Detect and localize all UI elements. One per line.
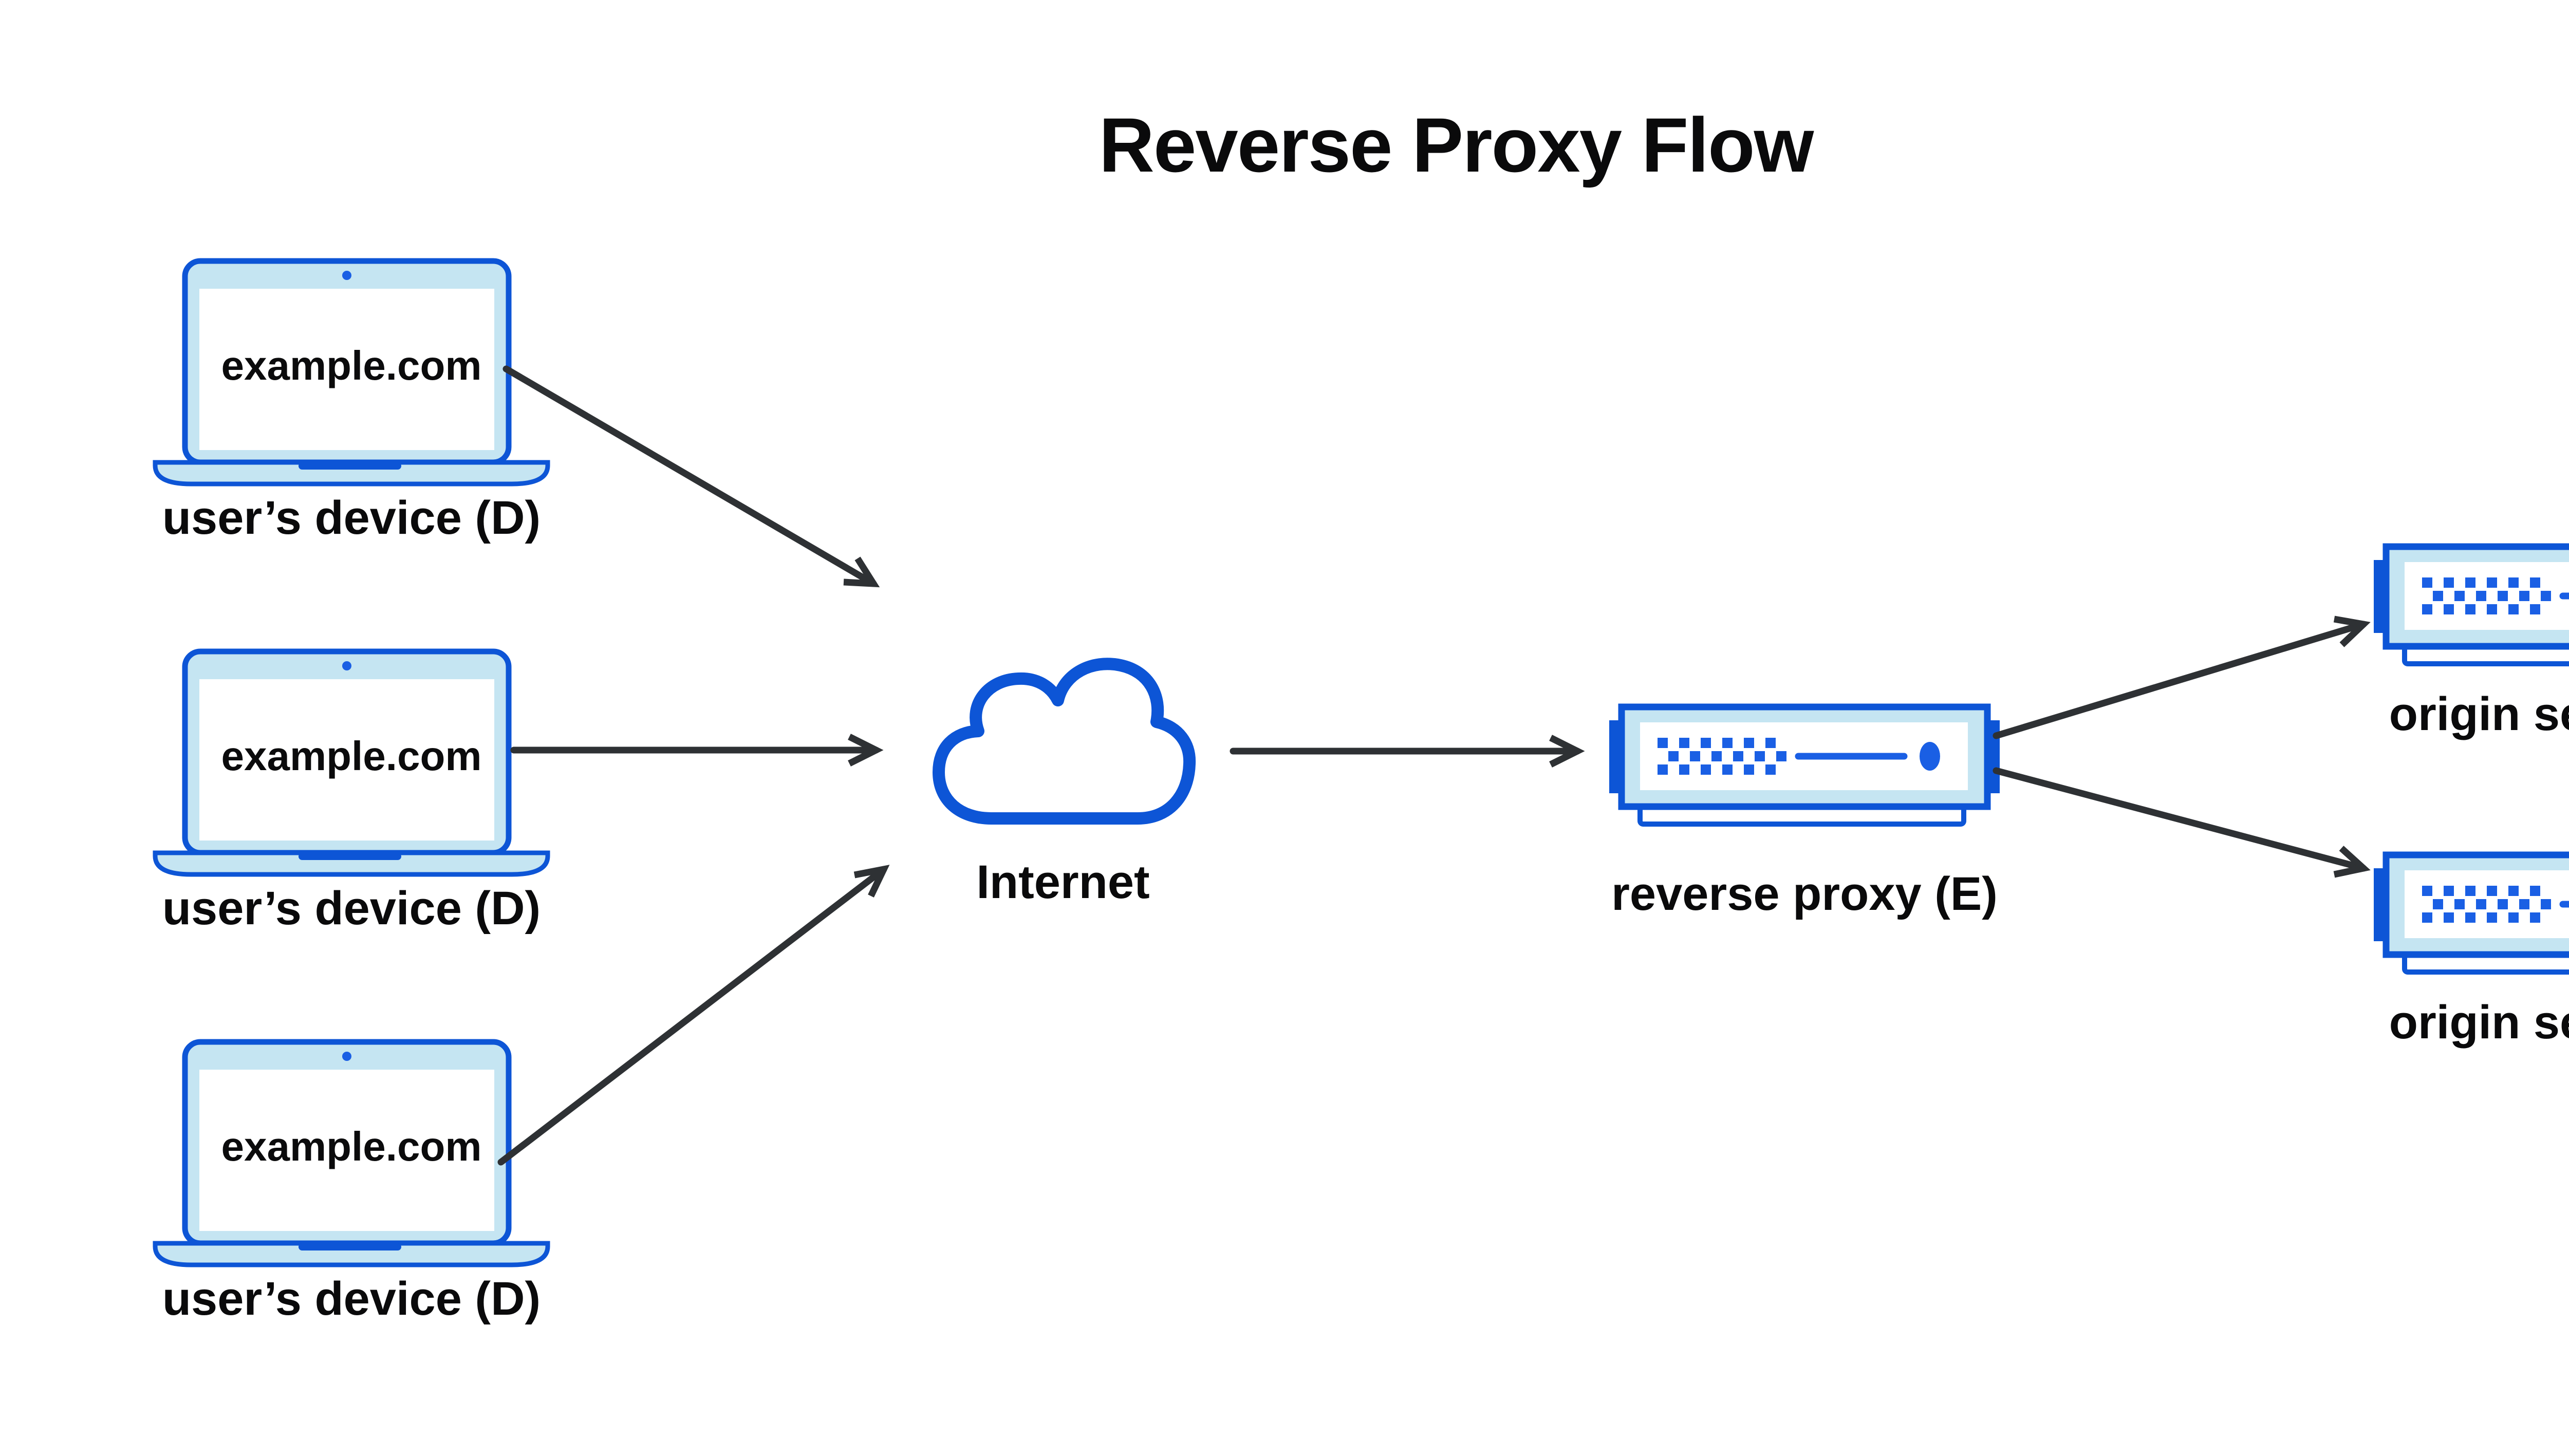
node-user-device-1: example.com user’s device (D): [152, 260, 551, 589]
device3-label: user’s device (D): [162, 1273, 541, 1325]
arrow-proxy-to-origin1: [1993, 615, 2371, 739]
device1-label: user’s device (D): [162, 492, 541, 544]
arrow-internet-to-proxy: [1230, 735, 1585, 768]
device2-label: user’s device (D): [162, 882, 541, 935]
node-origin-server-2: origin server (F): [2374, 854, 2569, 1090]
node-internet: Internet: [919, 655, 1207, 943]
page-title: Reverse Proxy Flow: [1099, 102, 1814, 188]
internet-label: Internet: [976, 856, 1150, 908]
arrow-device2-to-internet: [510, 734, 884, 767]
device2-screen-url: example.com: [221, 733, 482, 779]
server-icon: [2374, 546, 2569, 667]
reverse-proxy-label: reverse proxy (E): [1611, 868, 1998, 920]
server-icon: [2374, 854, 2569, 975]
origin-server1-label: origin server (F): [2389, 688, 2569, 740]
server-icon: [1609, 706, 2000, 827]
node-user-device-2: example.com user’s device (D): [152, 650, 551, 979]
device1-screen-url: example.com: [221, 343, 482, 388]
device3-screen-url: example.com: [221, 1124, 482, 1169]
arrow-proxy-to-origin2: [1993, 767, 2371, 878]
node-origin-server-1: origin server (F): [2374, 546, 2569, 782]
origin-server2-label: origin server (F): [2389, 996, 2569, 1049]
arrow-device3-to-internet: [497, 865, 890, 1166]
arrow-device1-to-internet: [502, 365, 880, 588]
node-user-device-3: example.com user’s device (D): [152, 1041, 551, 1370]
cloud-icon: [933, 658, 1196, 825]
node-reverse-proxy: reverse proxy (E): [1609, 706, 2000, 963]
